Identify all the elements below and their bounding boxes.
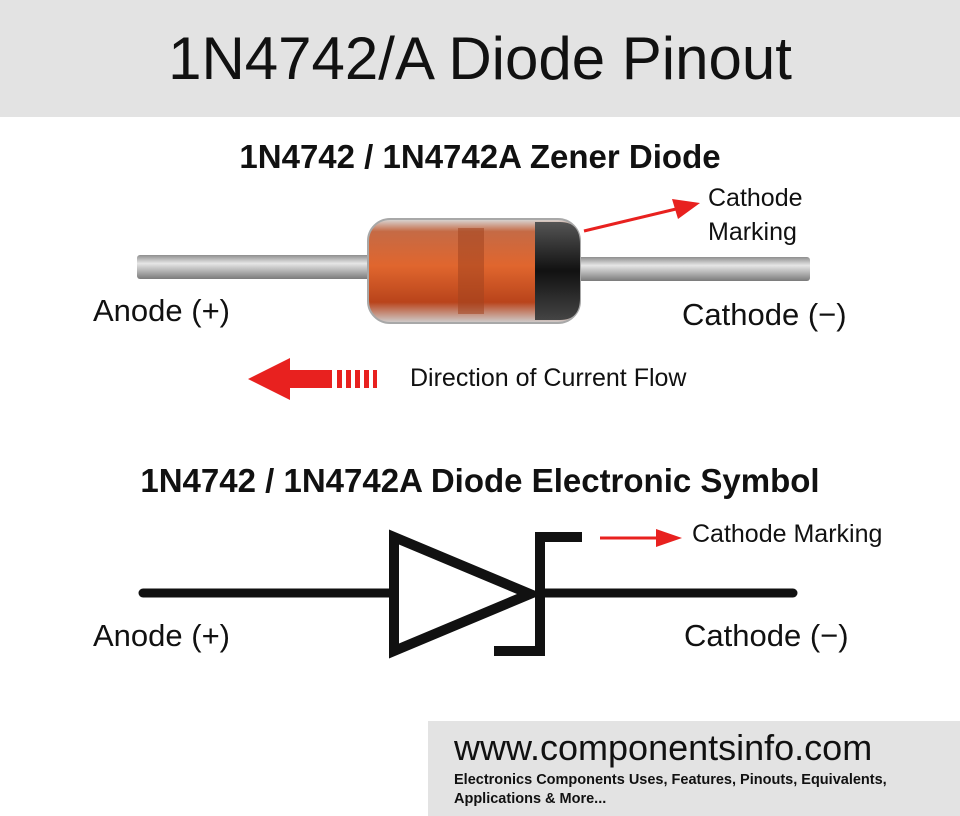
cathode-band	[535, 222, 580, 320]
zener-diode-illustration	[137, 218, 810, 324]
symbol-triangle	[389, 529, 543, 659]
header-banner: 1N4742/A Diode Pinout	[0, 0, 960, 117]
cathode-marking-arrow	[583, 199, 700, 233]
anode-label: Anode (+)	[93, 293, 231, 328]
cathode-marking-line1: Cathode	[708, 184, 803, 212]
footer-banner: www.componentsinfo.com Electronics Compo…	[428, 721, 960, 816]
footer-tagline: Electronics Components Uses, Features, P…	[454, 772, 887, 807]
symbol-section-title: 1N4742 / 1N4742A Diode Electronic Symbol	[140, 462, 820, 499]
symbol-anode-label: Anode (+)	[93, 618, 231, 653]
cathode-marking-line2: Marking	[708, 218, 797, 246]
website-link[interactable]: www.componentsinfo.com	[454, 727, 873, 768]
symbol-cathode-marking-arrow	[600, 529, 682, 547]
current-flow-arrow	[248, 358, 377, 400]
anode-lead	[137, 255, 377, 279]
cathode-marking-label: Cathode Marking	[708, 181, 803, 249]
diode-center-junction	[458, 228, 484, 314]
symbol-cathode-marking-label: Cathode Marking	[692, 520, 883, 548]
cathode-label: Cathode (−)	[682, 297, 847, 332]
zener-diode-symbol	[138, 529, 798, 659]
current-flow-label: Direction of Current Flow	[410, 364, 687, 392]
symbol-cathode-label: Cathode (−)	[684, 618, 849, 653]
zener-diode-section-title: 1N4742 / 1N4742A Zener Diode	[239, 138, 721, 175]
page-title: 1N4742/A Diode Pinout	[168, 25, 792, 92]
cathode-lead	[572, 257, 810, 281]
